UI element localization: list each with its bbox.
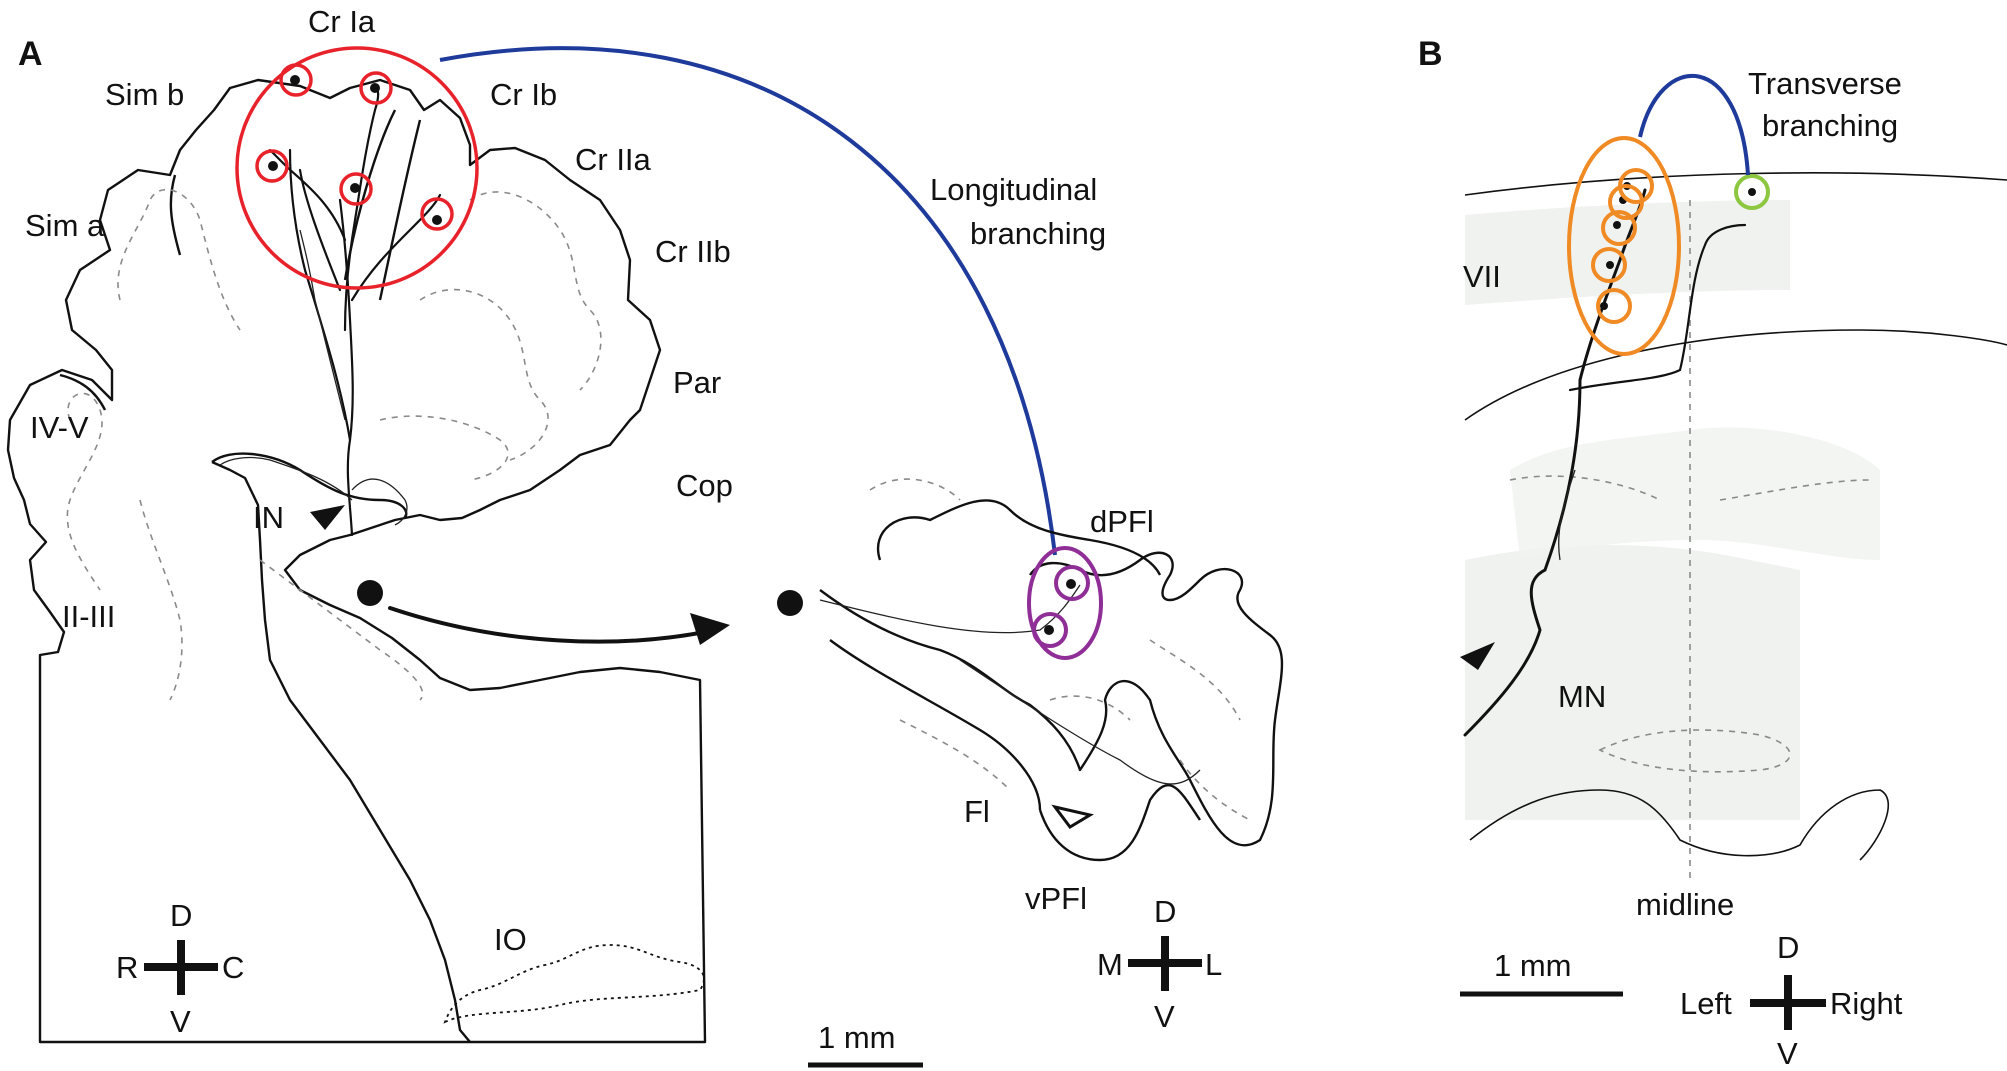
dpfl-lobe bbox=[876, 499, 1162, 576]
transverse-dash-1 bbox=[1509, 475, 1871, 501]
folia-dash-7 bbox=[259, 559, 424, 701]
transverse-target-ring bbox=[1734, 174, 1770, 210]
orientation-ml-bottom: V bbox=[1154, 999, 1175, 1034]
label-transverse-1: Transverse bbox=[1748, 66, 1902, 101]
simplex-sulcus bbox=[59, 174, 182, 411]
orientation-lr-bottom: V bbox=[1777, 1036, 1798, 1071]
label-transverse-2: branching bbox=[1762, 108, 1898, 143]
rotation-arrow-icon bbox=[388, 606, 730, 645]
orientation-lr-right: Right bbox=[1830, 986, 1903, 1021]
label-in: IN bbox=[253, 500, 284, 535]
scale-bar-b-label: 1 mm bbox=[1494, 948, 1572, 983]
folia-dash-6 bbox=[139, 499, 183, 701]
arrowhead-filled-icon bbox=[1460, 642, 1495, 670]
brainstem-outline bbox=[211, 460, 471, 1043]
panel-a-paraflocculus-section bbox=[777, 478, 1284, 862]
orientation-rc-bottom: V bbox=[170, 1004, 191, 1039]
folia-dash-1 bbox=[66, 392, 103, 591]
label-io: IO bbox=[494, 922, 527, 957]
folia-dash-5 bbox=[379, 415, 509, 481]
transverse-branch-connector bbox=[1638, 73, 1750, 176]
paraflocculus-dash-2 bbox=[899, 695, 1131, 791]
folia-dash-2 bbox=[117, 188, 241, 331]
paraflocculus-region-ring bbox=[1027, 546, 1103, 660]
orientation-ml-left: M bbox=[1097, 947, 1123, 982]
terminal-ring-4 bbox=[339, 172, 373, 206]
paraflocculus-dash-1 bbox=[869, 478, 1251, 821]
label-par: Par bbox=[673, 365, 721, 400]
terminal-ring-3 bbox=[255, 149, 289, 183]
orientation-lr-top: D bbox=[1777, 930, 1799, 965]
paraflocculus-outline bbox=[819, 551, 1284, 847]
label-cr-iia: Cr IIa bbox=[575, 142, 652, 177]
transverse-terminal-ring-4 bbox=[1591, 247, 1627, 283]
transverse-terminal-ring-5 bbox=[1596, 288, 1632, 324]
transverse-region-ring bbox=[1567, 136, 1681, 356]
mn-region-shade bbox=[1465, 545, 1800, 820]
label-cr-iib: Cr IIb bbox=[655, 234, 731, 269]
paraflocculus-dot bbox=[777, 590, 803, 616]
orientation-ml-top: D bbox=[1154, 894, 1176, 929]
terminal-ring-5 bbox=[420, 197, 454, 231]
axon-arbor-panel-a bbox=[219, 83, 442, 537]
label-longitudinal-1: Longitudinal bbox=[930, 172, 1097, 207]
label-sim-a: Sim a bbox=[25, 208, 105, 243]
paraflocculus-terminal-ring-2 bbox=[1032, 612, 1068, 648]
folia-dash-4 bbox=[419, 288, 549, 461]
orientation-rc-left: R bbox=[116, 950, 138, 985]
orientation-rc-right: C bbox=[222, 950, 244, 985]
orientation-cross-rc: D V R C bbox=[116, 898, 244, 1039]
vii-layer-shade bbox=[1465, 200, 1790, 305]
paraflocculus-axon bbox=[819, 584, 1201, 785]
folia-dash-3 bbox=[469, 191, 602, 391]
inner-arc bbox=[1464, 329, 2007, 421]
label-vpfl: vPFl bbox=[1025, 881, 1087, 916]
label-longitudinal-2: branching bbox=[970, 216, 1106, 251]
orientation-ml-right: L bbox=[1205, 947, 1222, 982]
scale-bar-a-label: 1 mm bbox=[818, 1020, 896, 1055]
label-cop: Cop bbox=[676, 468, 733, 503]
orientation-rc-top: D bbox=[170, 898, 192, 933]
transverse-terminal-ring-2 bbox=[1608, 184, 1644, 220]
terminal-ring-1 bbox=[279, 63, 313, 97]
in-cavity bbox=[211, 452, 408, 519]
label-fl: Fl bbox=[964, 794, 990, 829]
transverse-axon-branch bbox=[1568, 223, 1747, 392]
longitudinal-branch-connector bbox=[439, 46, 1057, 556]
panel-label-a: A bbox=[18, 35, 43, 73]
orientation-lr-left: Left bbox=[1680, 986, 1732, 1021]
label-cr-ia: Cr Ia bbox=[308, 4, 376, 39]
orientation-cross-lr: D V Left Right bbox=[1680, 930, 1903, 1071]
transverse-terminal-ring-3 bbox=[1601, 210, 1637, 246]
label-vii: VII bbox=[1463, 259, 1501, 294]
arrowhead-open-icon bbox=[1051, 804, 1094, 829]
arrowhead-filled-icon bbox=[310, 505, 345, 530]
panel-label-b: B bbox=[1418, 35, 1443, 73]
central-nucleus-shade bbox=[1510, 427, 1880, 560]
longitudinal-region-ring bbox=[235, 46, 479, 290]
transverse-dash-2 bbox=[1598, 729, 1791, 773]
label-iv-v: IV-V bbox=[30, 410, 89, 445]
transverse-axon-trunk bbox=[1463, 188, 1647, 737]
terminal-ring-2 bbox=[359, 71, 393, 105]
label-mn: MN bbox=[1558, 679, 1606, 714]
paraflocculus-terminal-ring-1 bbox=[1054, 565, 1090, 601]
label-dpfl: dPFl bbox=[1090, 504, 1154, 539]
panel-b-transverse-section bbox=[1460, 73, 2007, 880]
orientation-cross-ml: D V M L bbox=[1097, 894, 1222, 1034]
transverse-axon-lateral bbox=[1558, 469, 1576, 561]
label-cr-ib: Cr Ib bbox=[490, 77, 557, 112]
vpfl-lobe bbox=[1038, 784, 1201, 862]
terminal-tufts-paraflocculus bbox=[1044, 579, 1076, 635]
terminal-tufts-panel-a bbox=[268, 75, 442, 225]
label-midline: midline bbox=[1636, 887, 1734, 922]
label-ii-iii: II-III bbox=[62, 599, 115, 634]
floor-outline bbox=[1469, 789, 1890, 861]
rotation-origin-dot bbox=[357, 580, 383, 606]
fl-lobe bbox=[829, 639, 1042, 811]
io-outline bbox=[443, 944, 705, 1024]
label-sim-b: Sim b bbox=[105, 77, 184, 112]
panel-a-sagittal-section bbox=[6, 46, 707, 1044]
